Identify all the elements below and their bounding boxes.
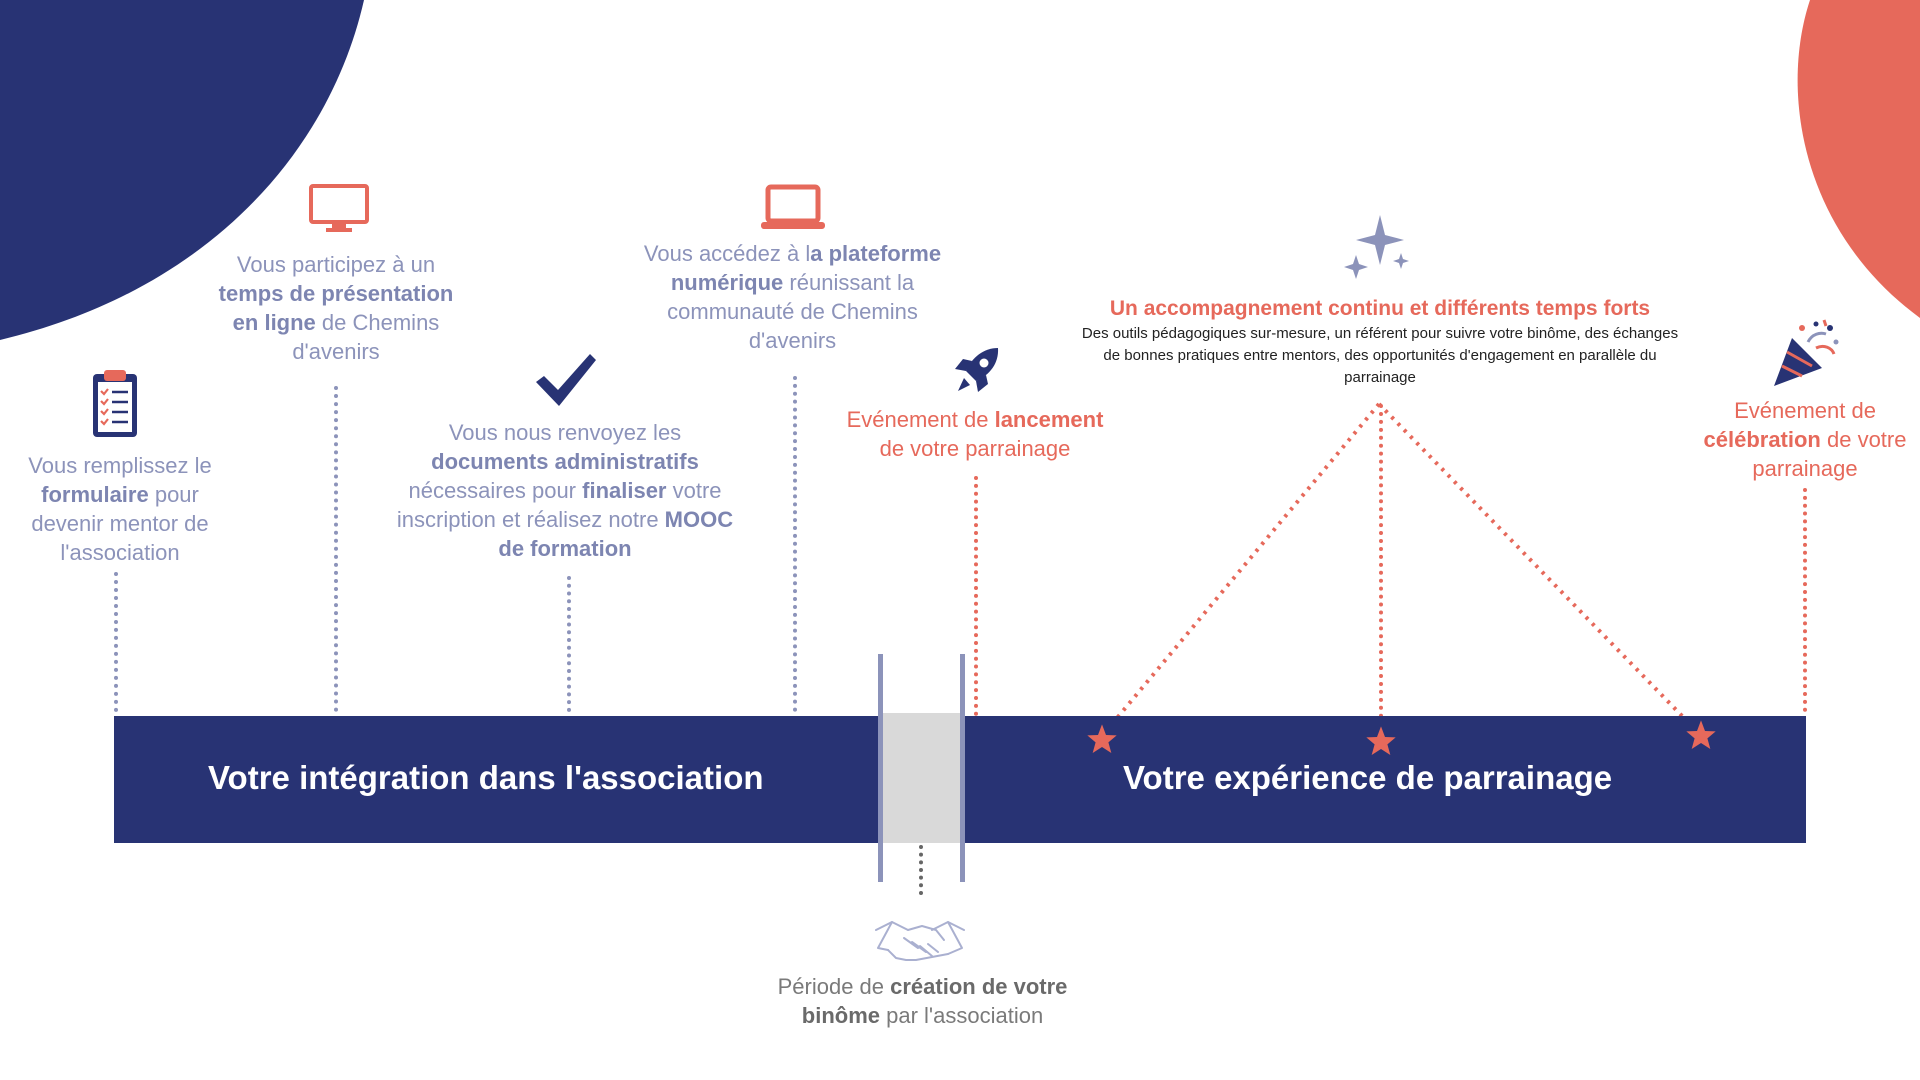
star-icon [1686, 720, 1716, 749]
coral-corner-shape [1797, 0, 1920, 318]
connector-plateforme [793, 376, 797, 712]
step-binome-text: Période de création de votre binôme par … [777, 974, 1068, 1028]
accompagnement-title: Un accompagnement continu et différents … [1109, 297, 1651, 320]
binome-period-box [880, 713, 962, 843]
rocket-icon [955, 348, 999, 392]
step-celebration-text: Evénement de célébration de votre parrai… [1703, 398, 1907, 481]
binome-left-bracket [878, 654, 883, 882]
binome-right-bracket [960, 654, 965, 882]
step-documents-text: Vous nous renvoyez les documents adminis… [396, 420, 734, 561]
parrainage-bar-label: Votre expérience de parrainage [1123, 759, 1613, 796]
monitor-icon [309, 184, 369, 232]
integration-bar [114, 716, 880, 843]
accompagnement-description: Des outils pédagogiques sur-mesure, un r… [1081, 325, 1679, 386]
connector-documents [567, 576, 571, 712]
step-plateforme-text: Vous accédez à la plateforme numérique r… [643, 241, 942, 353]
connector-accompagnement [1379, 404, 1383, 734]
star-icon [1366, 726, 1396, 755]
step-presentation-text: Vous participez à un temps de présentati… [218, 252, 454, 364]
integration-bar-label: Votre intégration dans l'association [208, 759, 764, 796]
connector-formulaire [114, 572, 118, 712]
clipboard-icon [93, 370, 137, 437]
step-lancement-text: Evénement de lancement de votre parraina… [846, 407, 1104, 461]
checkmark-icon [536, 354, 596, 406]
connector-lancement [974, 476, 978, 716]
star-icon [1087, 724, 1117, 753]
laptop-icon [761, 184, 825, 229]
handshake-icon [875, 921, 965, 961]
sparkles-icon [1344, 215, 1409, 279]
binome-connector [919, 845, 923, 895]
navy-corner-shape [0, 0, 364, 340]
step-formulaire-text: Vous remplissez le formulaire pour deven… [28, 453, 212, 565]
connector-presentation [334, 386, 338, 712]
connector-celebration [1803, 488, 1807, 712]
party-popper-icon [1774, 319, 1839, 386]
